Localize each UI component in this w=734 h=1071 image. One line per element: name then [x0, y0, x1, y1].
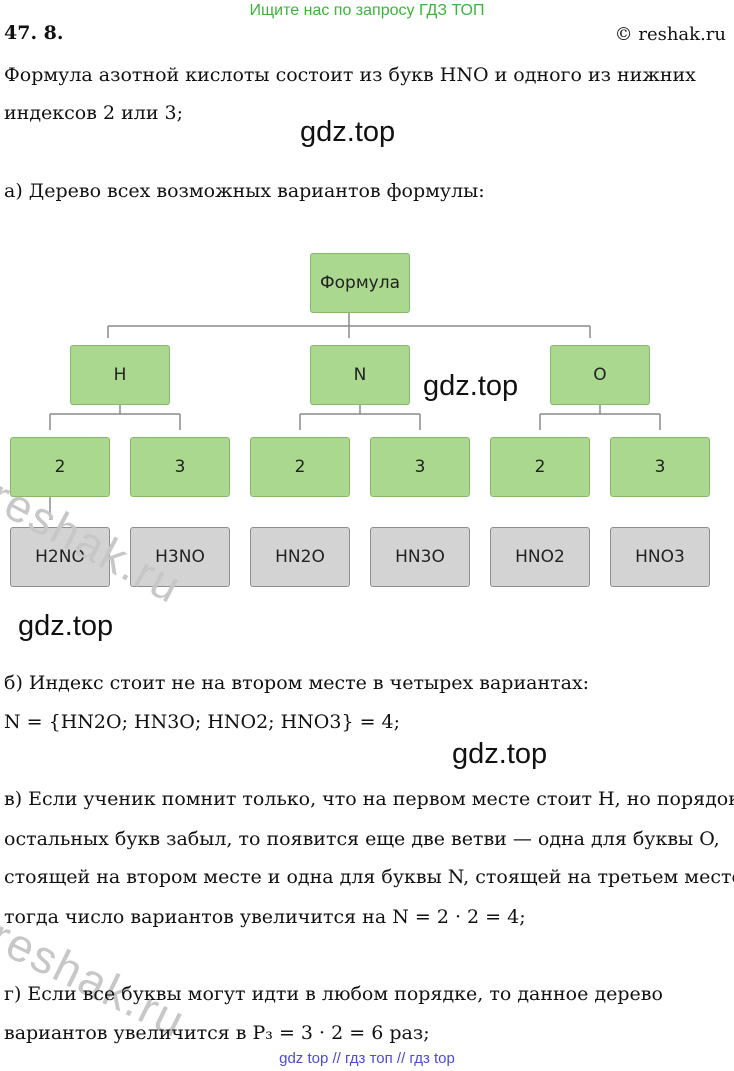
- tree-letter-o: O: [550, 345, 650, 405]
- text-b-formula: N = {HN2O; HN3O; HNO2; HNO3} = 4;: [4, 711, 401, 733]
- tree-letter-h: H: [70, 345, 170, 405]
- tree-formula: HNO3: [610, 527, 710, 587]
- text-line-1: Формула азотной кислоты состоит из букв …: [4, 64, 696, 86]
- tree-root: Формула: [310, 253, 410, 313]
- problem-number: 47. 8.: [4, 22, 64, 44]
- text-v-2: остальных букв забыл, то появится еще дв…: [4, 828, 720, 850]
- watermark-gdz: gdz.top: [300, 116, 396, 148]
- text-v-4: тогда число вариантов увеличится на N = …: [4, 906, 526, 928]
- tree-formula: HN3O: [370, 527, 470, 587]
- watermark-gdz: gdz.top: [423, 370, 519, 402]
- text-g-1: г) Если все буквы могут идти в любом пор…: [4, 983, 663, 1005]
- tree-formula: H3NO: [130, 527, 230, 587]
- tree-index: 2: [250, 437, 350, 497]
- text-a: а) Дерево всех возможных вариантов форму…: [4, 180, 485, 202]
- footer-links[interactable]: gdz top // гдз топ // гдз top: [279, 1050, 455, 1067]
- watermark-gdz: gdz.top: [18, 610, 114, 642]
- watermark-gdz: gdz.top: [452, 738, 548, 770]
- site-label[interactable]: © reshak.ru: [614, 24, 726, 45]
- tree-connectors: [49, 313, 661, 520]
- text-b: б) Индекс стоит не на втором месте в чет…: [4, 672, 590, 694]
- text-g-2: вариантов увеличится в P₃ = 3 · 2 = 6 ра…: [4, 1022, 430, 1044]
- text-line-2: индексов 2 или 3;: [4, 102, 184, 124]
- tree-formula: H2NO: [10, 527, 110, 587]
- tree-formula: HNO2: [490, 527, 590, 587]
- tree-formula: HN2O: [250, 527, 350, 587]
- tree-index: 2: [490, 437, 590, 497]
- text-v-1: в) Если ученик помнит только, что на пер…: [4, 788, 734, 810]
- top-banner: Ищите нас по запросу ГДЗ ТОП: [249, 2, 485, 19]
- tree-index: 3: [610, 437, 710, 497]
- tree-index: 3: [370, 437, 470, 497]
- tree-index: 3: [130, 437, 230, 497]
- tree-letter-n: N: [310, 345, 410, 405]
- text-v-3: стоящей на втором месте и одна для буквы…: [4, 866, 734, 888]
- tree-index: 2: [10, 437, 110, 497]
